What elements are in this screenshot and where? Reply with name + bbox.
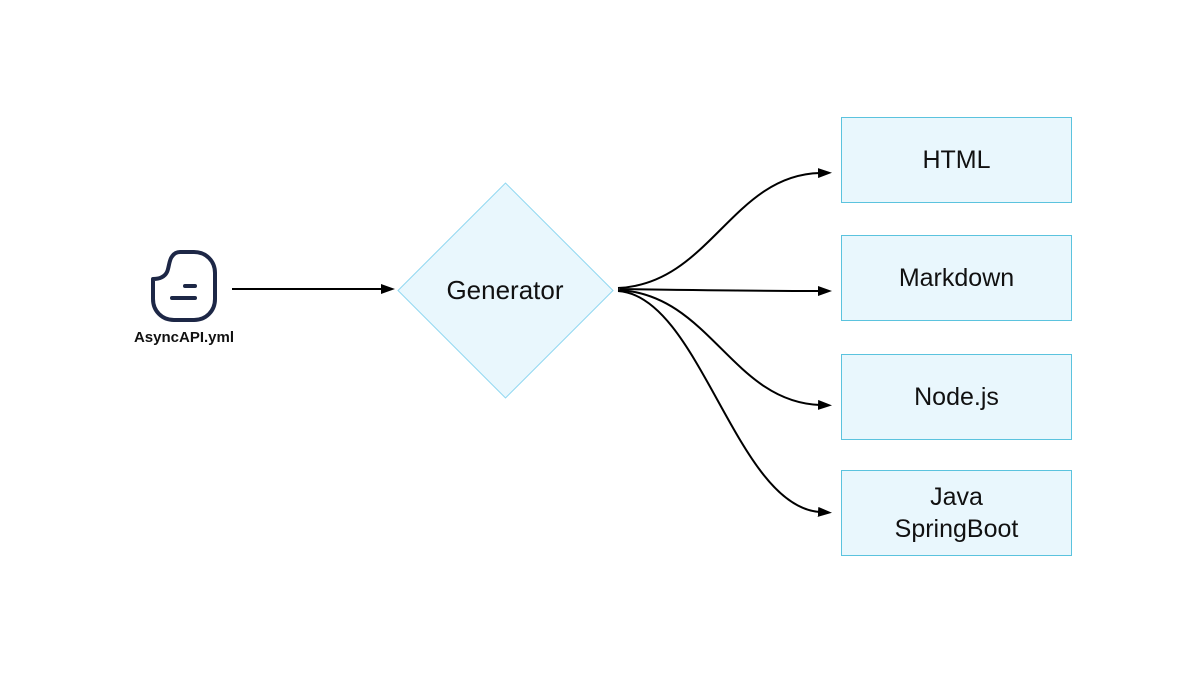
source-label: AsyncAPI.yml	[133, 329, 235, 346]
output-box-markdown[interactable]: Markdown	[841, 235, 1072, 321]
output-label-html: HTML	[922, 146, 991, 174]
connector-generator-to-java-springboot	[617, 290, 832, 517]
output-box-java-springboot[interactable]: Java SpringBoot	[841, 470, 1072, 556]
generator-label: Generator	[446, 274, 564, 305]
output-label-java-springboot: Java SpringBoot	[894, 483, 1019, 543]
file-icon	[151, 250, 217, 322]
connector-generator-to-html	[617, 168, 832, 289]
output-label-markdown: Markdown	[898, 264, 1015, 292]
output-label-nodejs: Node.js	[914, 383, 999, 411]
connector-generator-to-markdown	[619, 285, 832, 296]
generator-node[interactable]: Generator	[397, 182, 614, 399]
output-box-nodejs[interactable]: Node.js	[841, 354, 1072, 440]
connector-generator-to-nodejs	[617, 289, 832, 410]
source-node[interactable]: AsyncAPI.yml	[118, 250, 250, 346]
output-box-html[interactable]: HTML	[841, 117, 1072, 203]
